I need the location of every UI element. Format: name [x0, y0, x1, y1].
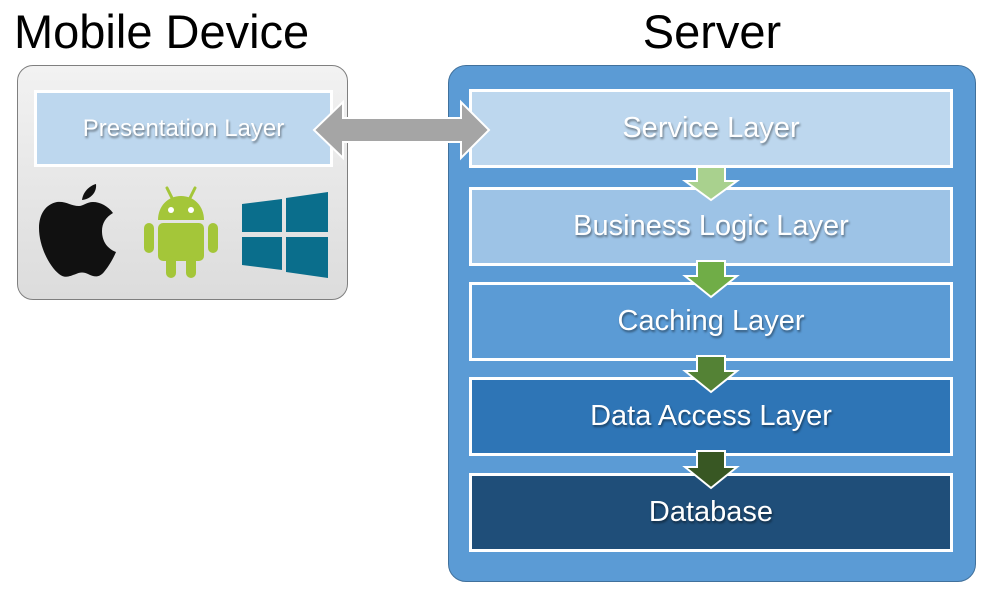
server-title: Server	[642, 5, 782, 58]
mobile-device-title: Mobile Device	[14, 5, 310, 58]
presentation-layer-box: Presentation Layer	[34, 90, 333, 167]
android-logo-icon	[144, 186, 218, 278]
apple-logo-icon	[39, 184, 116, 277]
windows-logo-icon	[242, 192, 328, 278]
down-arrow-icon-4	[682, 450, 740, 490]
down-arrow-icon-1	[681, 166, 741, 202]
down-arrow-icon-3	[682, 355, 740, 394]
bidirectional-arrow-icon	[312, 99, 491, 161]
down-arrow-icon-2	[682, 260, 740, 299]
